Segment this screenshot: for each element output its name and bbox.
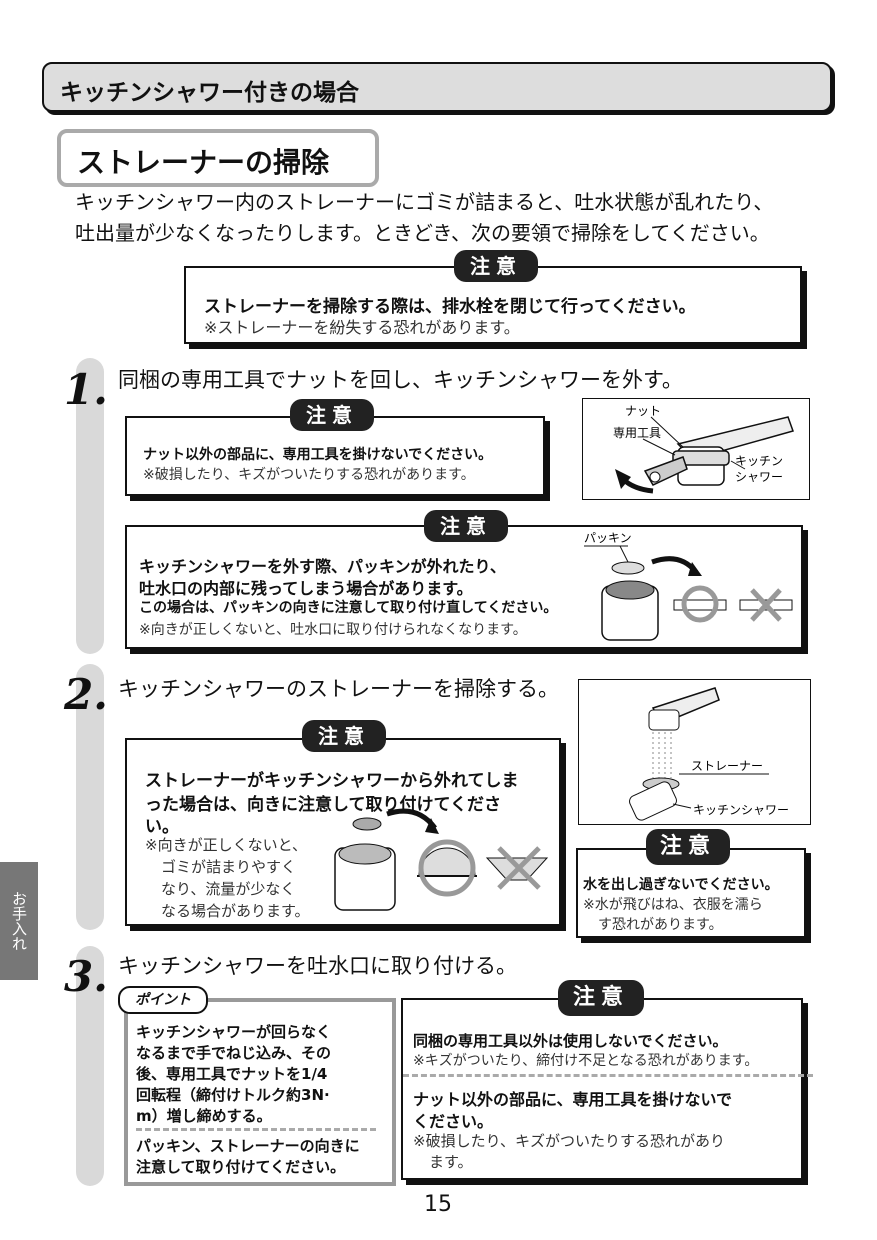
point-divider xyxy=(136,1128,376,1131)
label-strainer: ストレーナー xyxy=(691,759,763,773)
caution-divider xyxy=(403,1074,813,1077)
label-shower-1: キッチン xyxy=(735,454,783,468)
step3-caution-note-2: ※破損したり、キズがついたりする恐れがあり xyxy=(413,1132,725,1150)
step2-caution-a-note-3: なり、流量が少なく xyxy=(161,880,296,898)
step1-caution-b-bold-1: キッチンシャワーを外す際、パッキンが外れたり、 xyxy=(139,557,506,576)
section-header: キッチンシャワー付きの場合 xyxy=(42,62,832,112)
subsection-title: ストレーナーの掃除 xyxy=(77,146,330,179)
label-tool: 専用工具 xyxy=(613,426,661,440)
point-box: キッチンシャワーが回らなく なるまで手でねじ込み、その 後、専用工具でナットを1… xyxy=(124,998,396,1186)
point-label: ポイント xyxy=(118,986,208,1014)
step2-caution-a-note-1: ※向きが正しくないと、 xyxy=(145,836,307,854)
caution-badge: 注意 xyxy=(290,399,374,431)
intro-line-1: キッチンシャワー内のストレーナーにゴミが詰まると、吐水状態が乱れたり、 xyxy=(75,190,774,214)
label-shower-2: シャワー xyxy=(735,470,783,484)
step2-caution-b-note-2: す恐れがあります。 xyxy=(598,917,723,933)
point-text-2: パッキン、ストレーナーの向きに 注意して取り付けてください。 xyxy=(136,1136,360,1178)
step-2-number: 2. xyxy=(64,670,108,719)
page-number: 15 xyxy=(424,1192,452,1217)
point-line-3: 後、専用工具でナットを1/4 xyxy=(136,1065,328,1083)
top-caution-bold: ストレーナーを掃除する際は、排水栓を閉じて行ってください。 xyxy=(204,297,696,317)
step-1-title: 同梱の専用工具でナットを回し、キッチンシャワーを外す。 xyxy=(118,368,683,392)
strainer-illustration xyxy=(334,808,549,911)
caution-badge: 注意 xyxy=(454,250,538,282)
step2-caution-b-bold: 水を出し過ぎないでください。 xyxy=(583,877,779,893)
caution-badge: 注意 xyxy=(302,720,386,752)
step3-caution-bold-2: ナット以外の部品に、専用工具を掛けないで xyxy=(413,1090,733,1109)
step-2-title: キッチンシャワーのストレーナーを掃除する。 xyxy=(118,677,559,701)
label-shower: キッチンシャワー xyxy=(693,803,789,817)
step2-caution-a-note-2: ゴミが詰まりやすく xyxy=(161,858,297,876)
step-2-bar xyxy=(76,664,104,930)
step1-caution-b-bold-2: 吐水口の内部に残ってしまう場合があります。 xyxy=(139,579,473,598)
side-tab-maintenance[interactable]: お手入れ xyxy=(0,862,38,980)
top-caution-note: ※ストレーナーを紛失する恐れがあります。 xyxy=(204,318,520,337)
section-title: キッチンシャワー付きの場合 xyxy=(60,80,359,106)
step2-caution-a-bold-1: ストレーナーがキッチンシャワーから外れてしま xyxy=(145,771,519,791)
step-1-bar xyxy=(76,358,104,654)
packing-illustration: パッキン xyxy=(584,531,793,641)
intro-line-2: 吐出量が少なくなったりします。ときどき、次の要領で掃除をしてください。 xyxy=(75,221,770,245)
point-line-5: m）増し締めする。 xyxy=(136,1107,272,1125)
step-1-number: 1. xyxy=(64,365,108,414)
point-line-4: 回転程（締付けトルク約3N· xyxy=(136,1086,330,1104)
point-line-2: なるまで手でねじ込み、その xyxy=(136,1044,332,1062)
step3-caution-note-3: ます。 xyxy=(429,1153,473,1171)
caution-badge: 注意 xyxy=(558,980,644,1016)
step1-caution-a-note: ※破損したり、キズがついたりする恐れがあります。 xyxy=(143,467,475,483)
step3-caution-bold-3: ください。 xyxy=(413,1112,494,1131)
subsection-header: ストレーナーの掃除 xyxy=(57,129,379,187)
point2-line-2: 注意して取り付けてください。 xyxy=(136,1158,346,1176)
step2-caution-a-bold-3: い。 xyxy=(145,817,179,837)
label-packing: パッキン xyxy=(584,531,632,545)
point2-line-1: パッキン、ストレーナーの向きに xyxy=(136,1137,360,1155)
step-3-title: キッチンシャワーを吐水口に取り付ける。 xyxy=(118,954,517,978)
strainer-figure: ストレーナー キッチンシャワー xyxy=(578,679,811,825)
step-3-number: 3. xyxy=(64,952,108,1001)
caution-badge: 注意 xyxy=(646,829,730,865)
step2-caution-b-note-1: ※水が飛びはね、衣服を濡ら xyxy=(583,897,763,913)
faucet-shower-illustration: ストレーナー キッチンシャワー xyxy=(629,687,789,821)
step1-caution-a-bold: ナット以外の部品に、専用工具を掛けないでください。 xyxy=(143,447,493,463)
step3-caution: 同梱の専用工具以外は使用しないでください。 ※キズがついたり、締付け不足となる恐… xyxy=(401,998,813,1180)
step1-caution-b-note: ※向きが正しくないと、吐水口に取り付けられなくなります。 xyxy=(139,622,527,638)
step1-caution-b-bold-3: この場合は、パッキンの向きに注意して取り付け直してください。 xyxy=(139,600,558,616)
step3-caution-bold-1: 同梱の専用工具以外は使用しないでください。 xyxy=(413,1032,728,1050)
step2-caution-a: ストレーナーがキッチンシャワーから外れてしま った場合は、向きに注意して取り付け… xyxy=(125,738,561,926)
point-line-1: キッチンシャワーが回らなく xyxy=(136,1023,332,1041)
faucet-tool-illustration: ナット 専用工具 キッチン シャワー xyxy=(613,404,794,494)
caution-badge: 注意 xyxy=(424,510,508,542)
nut-tool-figure: ナット 専用工具 キッチン シャワー xyxy=(582,398,810,500)
label-nut: ナット xyxy=(625,404,661,418)
step3-caution-note-1: ※キズがついたり、締付け不足となる恐れがあります。 xyxy=(413,1053,759,1069)
intro-text: キッチンシャワー内のストレーナーにゴミが詰まると、吐水状態が乱れたり、 吐出量が… xyxy=(75,187,835,249)
step2-caution-a-note-4: なる場合があります。 xyxy=(161,902,310,920)
point-text: キッチンシャワーが回らなく なるまで手でねじ込み、その 後、専用工具でナットを1… xyxy=(136,1022,331,1127)
step-3-bar xyxy=(76,946,104,1186)
